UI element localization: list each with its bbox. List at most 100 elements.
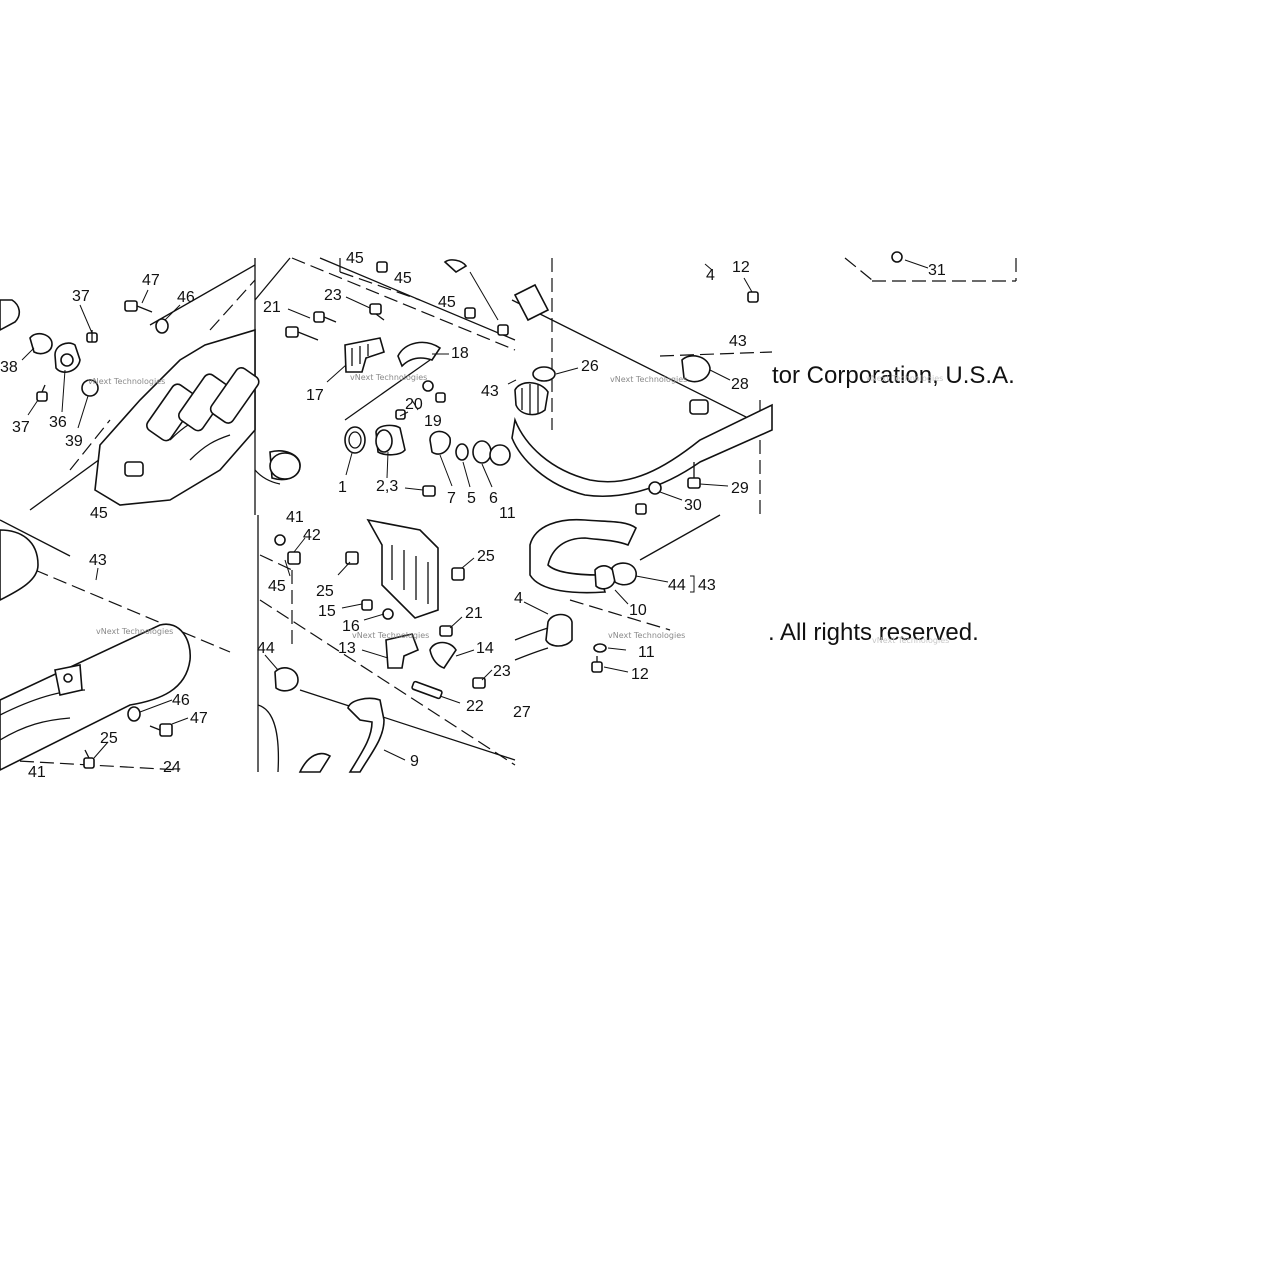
callout-5: 5 xyxy=(467,490,476,507)
callout-10: 10 xyxy=(629,602,647,619)
callout-12-bottom: 12 xyxy=(631,666,649,683)
callout-19: 19 xyxy=(424,413,442,430)
pipe-10 xyxy=(529,518,638,594)
callout-24: 24 xyxy=(163,759,181,776)
callout-20: 20 xyxy=(405,396,423,413)
callout-38: 38 xyxy=(0,359,18,376)
callout-4-top: 4 xyxy=(706,267,715,284)
callout-17: 17 xyxy=(306,387,324,404)
callout-21-tileF: 21 xyxy=(465,605,483,622)
watermark-caption-2: vNext Technologies xyxy=(872,636,949,645)
callout-45-tileA: 45 xyxy=(90,505,108,522)
callout-31: 31 xyxy=(928,262,946,279)
muffler-end xyxy=(0,529,39,601)
tile-muffler-bracket: 37 47 46 38 37 36 39 45 vNext Technologi… xyxy=(0,258,301,522)
callout-46-bottom: 46 xyxy=(172,692,190,709)
tile-partial-31: 31 xyxy=(844,251,1017,282)
watermark-a: vNext Technologies xyxy=(88,377,165,386)
callout-25-left: 25 xyxy=(316,583,334,600)
callout-36: 36 xyxy=(49,414,67,431)
callout-14: 14 xyxy=(476,640,494,657)
watermark-caption-1: vNext Technologies xyxy=(866,374,943,383)
guard-18 xyxy=(397,341,442,368)
caption-rights: . All rights reserved. xyxy=(768,619,979,646)
nut-11 xyxy=(593,643,607,653)
nut-30 xyxy=(648,481,662,495)
callout-28: 28 xyxy=(731,376,749,393)
callout-42: 42 xyxy=(303,527,321,544)
callout-18: 18 xyxy=(451,345,469,362)
callout-12-top: 12 xyxy=(732,259,750,276)
callout-4-bottom: 4 xyxy=(514,590,523,607)
callout-45-tileB-right: 45 xyxy=(438,294,456,311)
sleeve-4 xyxy=(545,613,573,647)
callout-37-left: 37 xyxy=(12,419,30,436)
callout-11-tileB: 11 xyxy=(499,505,516,522)
callout-29: 29 xyxy=(731,480,749,497)
callout-6: 6 xyxy=(489,490,498,507)
callout-43-tileC-right: 43 xyxy=(729,333,747,350)
callout-43-tileG: 43 xyxy=(698,577,716,594)
tile-muffler: 43 46 47 25 24 41 vNext Technologies xyxy=(0,519,231,781)
grommet-44-tileF xyxy=(274,667,299,692)
callout-11-tileG: 11 xyxy=(638,644,655,661)
callout-26: 26 xyxy=(581,358,599,375)
callout-22: 22 xyxy=(466,698,484,715)
callout-7: 7 xyxy=(447,490,456,507)
callout-39: 39 xyxy=(65,433,83,450)
muffler-body xyxy=(0,623,191,771)
bracket-17 xyxy=(344,337,385,373)
caption-corporation: tor Corporation, U.S.A. xyxy=(772,362,1015,389)
bracket-plate xyxy=(366,518,439,619)
bolt-23-bottom xyxy=(472,677,486,689)
cap-38 xyxy=(29,332,53,355)
pipe-9 xyxy=(347,697,385,773)
bolt-15 xyxy=(361,599,373,611)
bolt-19 xyxy=(395,409,406,420)
watermark-f: vNext Technologies xyxy=(352,631,429,640)
watermark-c: vNext Technologies xyxy=(610,375,687,384)
callout-21-tileB: 21 xyxy=(263,299,281,316)
bolt-25-bottom xyxy=(83,749,95,769)
callout-44-tileG: 44 xyxy=(668,577,686,594)
callout-43-muffler: 43 xyxy=(89,552,107,569)
bolt-45-bottom xyxy=(124,461,144,477)
callout-41-muffler: 41 xyxy=(28,764,46,781)
ring-5 xyxy=(455,443,469,461)
callout-30: 30 xyxy=(684,497,702,514)
callout-41-tileF: 41 xyxy=(286,509,304,526)
callout-1: 1 xyxy=(338,479,347,496)
callout-43-tileC-left: 43 xyxy=(481,383,499,400)
bolt-37-left xyxy=(36,384,48,402)
watermark-e: vNext Technologies xyxy=(96,627,173,636)
callout-2-3: 2,3 xyxy=(376,478,398,495)
clamp-43-tileC xyxy=(514,381,549,416)
watermark-b: vNext Technologies xyxy=(350,373,427,382)
callout-44-tileF: 44 xyxy=(257,640,275,657)
callout-45-tileB-mid: 45 xyxy=(394,270,412,287)
tile-exhaust-pipe: 4 12 43 26 43 28 29 30 vNext Technologie… xyxy=(481,258,773,515)
clamp-7 xyxy=(429,430,451,455)
grommet-28 xyxy=(681,355,711,383)
bolt-42 xyxy=(287,551,301,565)
callout-13: 13 xyxy=(338,640,356,657)
washer-46-bottom xyxy=(127,706,141,722)
bracket-13 xyxy=(385,633,420,669)
bolt-25-right xyxy=(451,567,465,581)
ring-6 xyxy=(472,440,492,464)
callout-25-right: 25 xyxy=(477,548,495,565)
tile-exhaust-joint: 21 23 18 17 20 19 1 2,3 7 5 6 45 45 45 1… xyxy=(254,250,516,522)
callout-47-top: 47 xyxy=(142,272,160,289)
callout-15: 15 xyxy=(318,603,336,620)
callout-46-top: 46 xyxy=(177,289,195,306)
callout-27: 27 xyxy=(513,704,531,721)
bolt-12 xyxy=(591,656,603,673)
tile-bracket-plate: 41 42 25 25 45 15 16 21 13 14 23 22 9 44… xyxy=(257,509,516,773)
callout-16: 16 xyxy=(342,618,360,635)
callout-37-top: 37 xyxy=(72,288,90,305)
bolt-23-top xyxy=(369,303,385,321)
bolt-47-bottom xyxy=(149,723,173,737)
tile-pipe-10: 10 44 43 4 11 12 27 vNext Technologies xyxy=(513,503,721,721)
callout-45-tileB-left: 45 xyxy=(346,250,364,267)
